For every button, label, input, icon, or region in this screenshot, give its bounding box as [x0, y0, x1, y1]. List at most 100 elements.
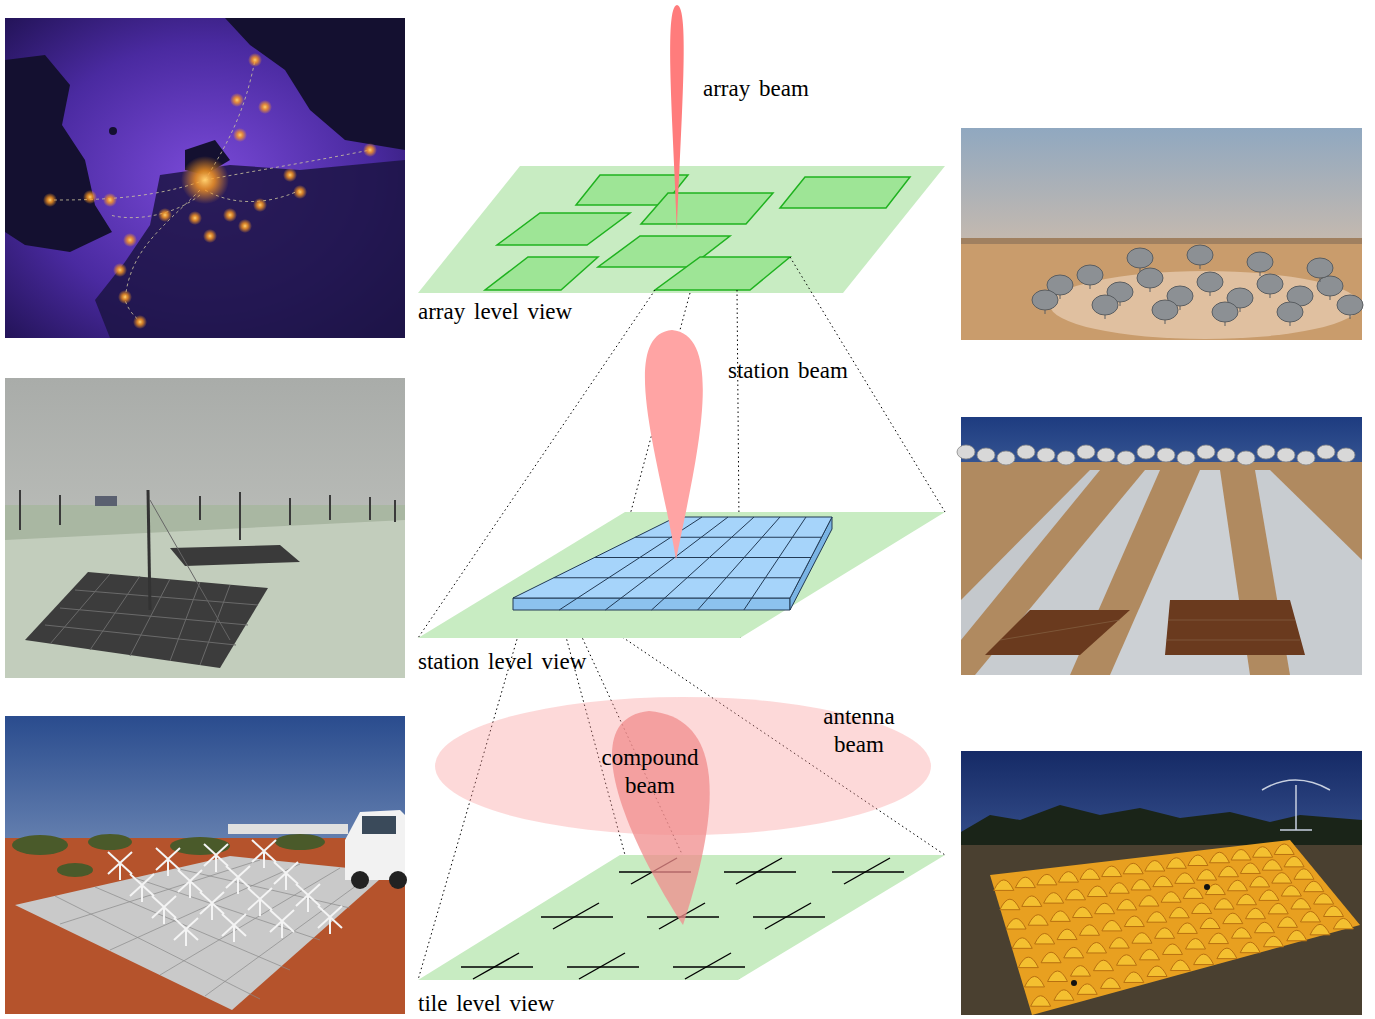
- vivaldi-array-photo-part-part: [1175, 873, 1195, 884]
- aperture-array-photo-part-part: [1017, 445, 1035, 459]
- vivaldi-array-photo-part-part: [1050, 911, 1070, 922]
- vivaldi-array-photo-part-part: [1177, 923, 1197, 934]
- array-plane-part-part: [497, 213, 630, 245]
- aperture-array-photo-part-part: [977, 448, 995, 462]
- vivaldi-array-photo-part-part: [1080, 925, 1100, 936]
- vivaldi-array-photo-part-part: [1281, 886, 1301, 897]
- vivaldi-array-photo-part-part: [1278, 917, 1298, 928]
- mwa-tile-photo-part-part: [296, 884, 320, 912]
- vivaldi-array-photo-part-part: [1192, 903, 1212, 914]
- mwa-tile-photo-part: [55, 860, 375, 999]
- vivaldi-array-photo-part-part: [1094, 960, 1114, 971]
- map-photo-part: [225, 18, 405, 150]
- lofar-field-photo-part-part: [394, 500, 396, 522]
- dish-array-photo-part-part: [1092, 295, 1118, 315]
- vivaldi-array-photo-part-part: [1250, 876, 1270, 887]
- vivaldi-array-photo-part-part: [1314, 894, 1334, 905]
- array-plane-part-part: [655, 257, 790, 290]
- vivaldi-array-photo-part-part: [1095, 903, 1115, 914]
- vivaldi-array-photo-part-part: [1163, 944, 1183, 955]
- lofar-field-photo-part: [20, 490, 395, 540]
- aperture-array-photo-part: [961, 462, 1362, 675]
- dipoles-part: [844, 858, 890, 884]
- vivaldi-array-photo-part-part: [994, 880, 1014, 891]
- mwa-tile-photo-part-part: [252, 840, 276, 868]
- vivaldi-array-photo-part-part: [1087, 886, 1107, 897]
- dipoles-part: [765, 903, 811, 929]
- station-tiles-part: [744, 517, 806, 610]
- dipoles-part: [736, 858, 782, 884]
- dipoles-part: [753, 916, 825, 917]
- mwa-tile-photo-part-part: [95, 887, 290, 970]
- lofar-field-photo-part-part: [239, 492, 241, 540]
- vivaldi-array-photo-part-part: [1028, 915, 1048, 926]
- dish-array-photo-part-part: [1152, 300, 1178, 320]
- array-plane-part-part: [485, 257, 598, 290]
- vivaldi-array-photo-part: [1071, 980, 1077, 986]
- map-photo-part-part: [258, 100, 272, 114]
- vivaldi-array-photo-part-part: [1186, 939, 1206, 950]
- aperture-array-photo-part: [961, 417, 1362, 675]
- mwa-tile-photo-part-part: [156, 848, 180, 876]
- vivaldi-array-photo-part-part: [1217, 948, 1237, 959]
- vivaldi-array-photo-part-part: [1048, 971, 1068, 982]
- mwa-tile-photo-part-part: [270, 910, 294, 938]
- vivaldi-array-photo-part-part: [1035, 933, 1055, 944]
- mwa-tile-photo-part-part: [12, 835, 68, 855]
- array-plane-part-part: [780, 177, 910, 208]
- mwa-tile-photo-part-part: [226, 866, 250, 894]
- vivaldi-array-photo-part-part: [1102, 920, 1122, 931]
- map-photo-part-part: [293, 185, 307, 199]
- vivaldi-array-photo-part: [961, 751, 1362, 1015]
- map-photo-part-part: [223, 208, 237, 222]
- vivaldi-array-photo-part-part: [1219, 866, 1239, 877]
- aperture-array-photo-part-part: [1317, 445, 1335, 459]
- vivaldi-array-photo-part-part: [1197, 870, 1217, 881]
- vivaldi-array-photo-part-part: [1228, 880, 1248, 891]
- truck: [345, 810, 407, 889]
- lofar-field-photo-part: [170, 545, 300, 566]
- vivaldi-array-photo-part-part: [1140, 949, 1160, 960]
- map-photo-part-part: [83, 190, 97, 204]
- lofar-field-photo-part: [95, 496, 117, 506]
- vivaldi-array-photo: [961, 751, 1362, 1015]
- vivaldi-array-photo-part-part: [1037, 874, 1057, 885]
- mwa-tile-photo-part-part: [110, 864, 300, 950]
- vivaldi-array-photo-part-part: [1194, 954, 1214, 965]
- map-photo-part-part: [203, 229, 217, 243]
- vivaldi-array-photo-part-part: [1310, 924, 1330, 935]
- station-tiles-part: [554, 577, 801, 578]
- aperture-array-photo-part: [1165, 600, 1305, 655]
- mwa-tile-photo-part-part: [222, 914, 246, 942]
- beam-label: array level view: [418, 299, 572, 325]
- vivaldi-array-photo-part-part: [1073, 907, 1093, 918]
- vivaldi-array-photo-part-part: [1284, 856, 1304, 867]
- mwa-tile-photo-part-part: [88, 834, 132, 850]
- vivaldi-array-photo-part-part: [1210, 852, 1230, 863]
- map-photo-part: [43, 53, 377, 329]
- dish-array-photo-part-part: [1077, 265, 1103, 285]
- lofar-field-photo-part-part: [289, 498, 291, 525]
- vivaldi-array-photo-part: [1204, 884, 1210, 890]
- mwa-tile-photo-part-part: [108, 852, 132, 880]
- lofar-field-photo-part-part: [170, 582, 200, 661]
- vivaldi-array-photo-part-part: [1246, 908, 1266, 919]
- vivaldi-array-photo-part-part: [1153, 876, 1173, 887]
- mwa-tile-photo-part: [15, 856, 388, 1010]
- aperture-array-photo-part-part: [1337, 448, 1355, 462]
- dish-array-photo-part-part: [1032, 290, 1058, 310]
- aperture-array-photo-part: [985, 610, 1130, 655]
- vivaldi-array-photo-part-part: [1117, 899, 1137, 910]
- vivaldi-array-photo-part-part: [1087, 942, 1107, 953]
- aperture-array-photo-part-part: [997, 451, 1015, 465]
- dish-array-photo: [961, 128, 1363, 340]
- vivaldi-array-photo-part-part: [1015, 877, 1035, 888]
- aperture-array-photo-part-part: [957, 445, 975, 459]
- vivaldi-array-photo-part-part: [1274, 844, 1294, 855]
- vivaldi-array-photo-part-part: [1000, 899, 1020, 910]
- aperture-array-photo-part-part: [1177, 451, 1195, 465]
- aperture-array-photo-part-part: [1237, 451, 1255, 465]
- map-photo-part: [50, 60, 370, 322]
- vivaldi-array-photo-part-part: [1294, 869, 1314, 880]
